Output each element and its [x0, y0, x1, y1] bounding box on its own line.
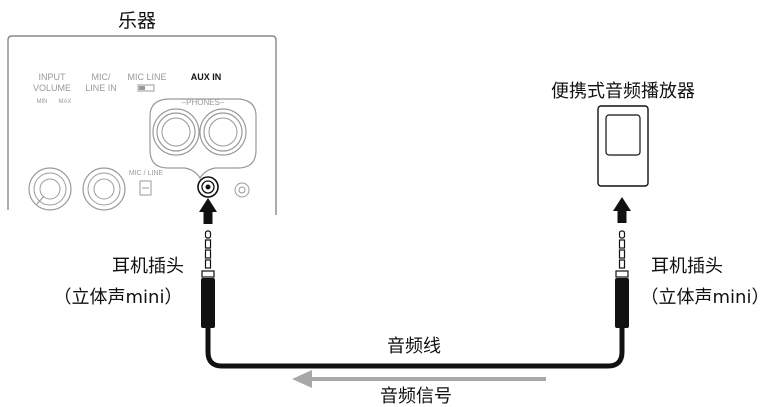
ground-screw [234, 182, 250, 198]
mic-line-switch-knob [139, 86, 145, 90]
plug-right-label-1: 耳机插头 [651, 256, 723, 277]
plug-left [201, 230, 215, 328]
signal-label: 音频信号 [380, 386, 452, 407]
plug-right-label-2: （立体声mini） [641, 287, 770, 308]
instrument-panel: INPUT VOLUME MIN MAX MIC/ LINE IN MIC LI… [7, 35, 277, 215]
mic-line-small-label: MIC / LINE [129, 170, 164, 177]
mic-line-switch [137, 84, 155, 92]
panel-outline [7, 35, 277, 215]
input-volume-label-2: VOLUME [33, 83, 71, 93]
mic-line-in-label-1: MIC/ [92, 72, 111, 82]
mic-line-in-label-2: LINE IN [85, 83, 117, 93]
max-label: MAX [58, 99, 71, 105]
phones-jack-2 [199, 108, 247, 156]
plug-left-label-1: 耳机插头 [112, 256, 184, 277]
plug-right [615, 230, 629, 328]
player-screen [605, 114, 641, 156]
mic-line-small-switch [139, 180, 152, 196]
plug-left-label-2: （立体声mini） [54, 287, 183, 308]
audio-cable [205, 324, 625, 369]
phones-area [149, 98, 257, 180]
signal-arrow [292, 370, 546, 388]
portable-player [597, 105, 649, 187]
phones-label: –PHONES– [182, 98, 225, 107]
plug-arrow-left [199, 198, 217, 224]
player-title: 便携式音频播放器 [551, 81, 695, 102]
input-volume-label-1: INPUT [39, 72, 67, 82]
instrument-title: 乐器 [118, 10, 156, 32]
plug-arrow-right [613, 197, 631, 223]
mic-line-switch-label: MIC LINE [127, 72, 166, 82]
aux-in-label: AUX IN [191, 72, 222, 82]
mic-line-in-jack [82, 167, 126, 211]
input-volume-knob [28, 167, 72, 211]
cable-label: 音频线 [387, 336, 441, 357]
min-label: MIN [37, 99, 48, 105]
phones-jack-1 [152, 108, 200, 156]
